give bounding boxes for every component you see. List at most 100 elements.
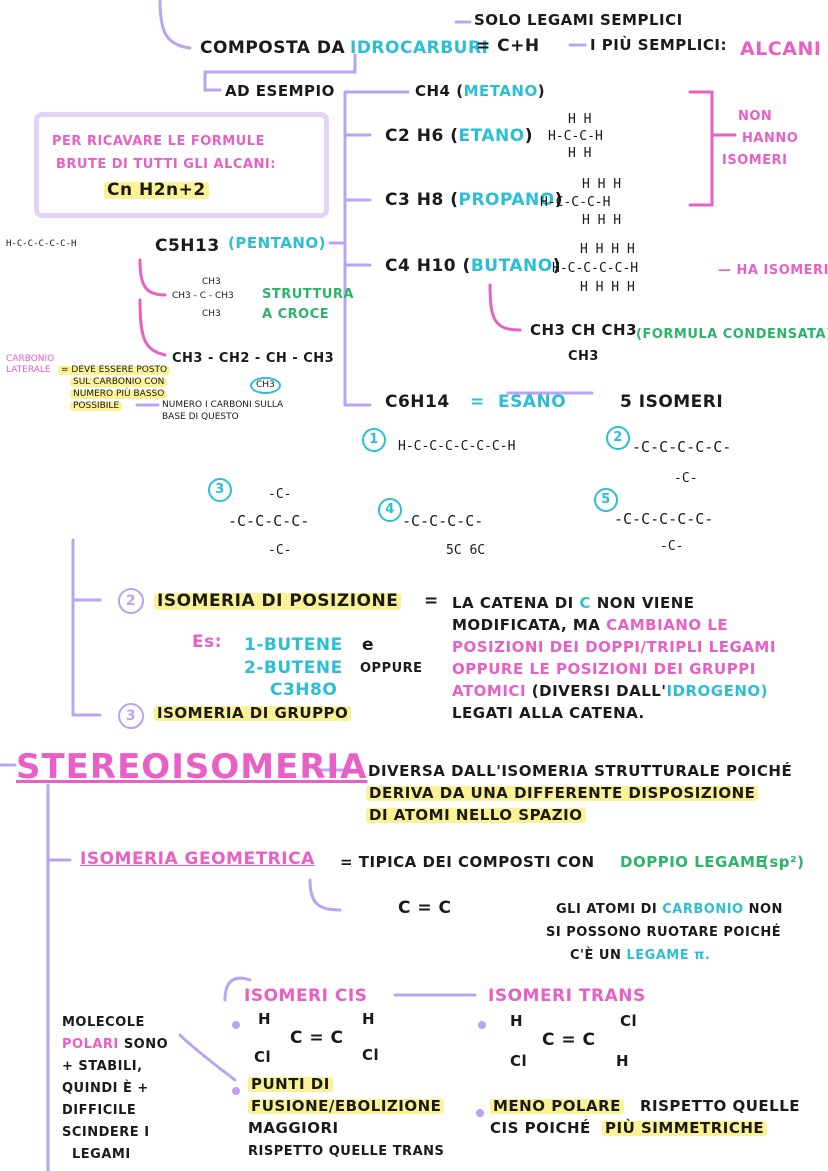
geometrica-title: ISOMERIA GEOMETRICA (80, 849, 315, 869)
posizione-def-4: CAMBIANO LE (606, 616, 729, 634)
isomer-4-bottom: 5C 6C (446, 543, 486, 558)
non-hanno-3: ISOMERI (722, 153, 788, 168)
isomer-5-bottom: -C- (660, 539, 684, 554)
molecole-5: DIFFICILE (62, 1103, 137, 1118)
carbonio-note-2: BASE DI QUESTO (162, 412, 239, 422)
isomer-5-number: 5 (594, 488, 618, 512)
trans-point-2: RISPETTO QUELLE (640, 1097, 800, 1115)
butano-h-bot: H H H H (580, 280, 635, 295)
formula-box-line2: BRUTE DI TUTTI GLI ALCANI: (56, 157, 276, 172)
trans-cc: C = C (542, 1030, 596, 1050)
formula-box (34, 112, 329, 218)
posizione-def-9: IDROGENO) (666, 682, 768, 700)
stereo-def-3: DI ATOMI NELLO SPAZIO (366, 808, 586, 823)
isomer-1: H-C-C-C-C-C-C-H (398, 439, 516, 454)
cis-title: ISOMERI CIS (244, 986, 368, 1006)
geometrica-cc: C = C (398, 898, 452, 918)
geometrica-doppio: DOPPIO LEGAME (620, 853, 767, 871)
geo-note-1: GLI ATOMI DI (556, 902, 658, 917)
isomer-4-number: 4 (378, 498, 402, 522)
isomer-2: -C-C-C-C-C- (632, 438, 732, 456)
pentano-chain: H-C-C-C-C-C-H (6, 239, 77, 249)
molecole-3: + STABILI, (62, 1059, 143, 1074)
cis-points-bullet (232, 1086, 240, 1095)
alkane-general-formula: Cn H2n+2 (104, 182, 209, 199)
isomer-2-number: 2 (606, 426, 630, 450)
propano-h-top: H H H (582, 177, 622, 192)
trans-point-4: PIÙ SIMMETRICHE (602, 1121, 768, 1136)
geo-note-carbonio: CARBONIO (662, 902, 744, 917)
carbonio-text-4: POSSIBILE (70, 402, 123, 411)
etano-h-bot: H H (568, 146, 592, 161)
trans-point-3: CIS POICHÉ (490, 1119, 591, 1137)
geo-note-2: SI POSSONO RUOTARE POICHÉ (546, 925, 782, 940)
butano-h-top: H H H H (580, 242, 635, 257)
propano-name: PROPANO (458, 190, 555, 210)
posizione-def-7: ATOMICI (452, 682, 527, 700)
ha-isomeri: — HA ISOMERI (718, 263, 828, 278)
molecole-7: LEGAMI (72, 1147, 131, 1162)
etano-h-top: H H (568, 112, 592, 127)
esano-eq: = (470, 392, 485, 412)
molecole-4: QUINDI È + (62, 1081, 149, 1096)
trans-cl-left: Cl (510, 1052, 528, 1070)
trans-cl-right: Cl (620, 1012, 638, 1030)
stereo-def-2: DERIVA DA UNA DIFFERENTE DISPOSIZIONE (366, 786, 759, 801)
pentano-name: (PENTANO) (228, 234, 326, 252)
geo-note-3: C'È UN (570, 948, 622, 963)
stereo-def-1: DIVERSA DALL'ISOMERIA STRUTTURALE POICHÉ (368, 762, 793, 780)
stereo-title: STEREOISOMERIA (16, 747, 368, 787)
trans-h-right: H (616, 1052, 630, 1070)
pentano-chain2: CH3 - CH2 - CH - CH3 (172, 351, 335, 366)
trans-points-bullet (476, 1108, 484, 1117)
geo-note-non: NON (748, 902, 783, 917)
cis-cl-right: Cl (362, 1046, 380, 1064)
ad-esempio: AD ESEMPIO (225, 82, 335, 100)
esano-isomeri: 5 ISOMERI (620, 392, 724, 412)
posizione-def-c: C (579, 594, 591, 612)
ex-c3h8o: C3H8O (270, 680, 338, 700)
propano-formula: C3 H8 (385, 190, 444, 210)
cross-bot: CH3 (202, 309, 221, 319)
cis-bullet (232, 1020, 240, 1029)
butano-condensata-branch: CH3 (568, 349, 599, 364)
idrocarburi: IDROCARBURI (350, 38, 489, 58)
isomer-1-number: 1 (362, 428, 386, 452)
piu-semplici: I PIÙ SEMPLICI: (590, 36, 727, 54)
non-hanno-2: HANNO (742, 131, 799, 146)
posizione-title: ISOMERIA DI POSIZIONE (154, 593, 402, 610)
isomer-5: -C-C-C-C-C- (614, 510, 714, 528)
metano-name: METANO (463, 82, 538, 100)
gruppo-number: 3 (118, 703, 144, 729)
posizione-def-6: OPPURE LE POSIZIONI DEI GRUPPI (452, 660, 756, 678)
posizione-number: 2 (118, 588, 144, 614)
pentano-formula: C5H13 (155, 236, 220, 256)
formula-box-line1: PER RICAVARE LE FORMULE (52, 134, 265, 149)
struttura-label: STRUTTURA (262, 287, 354, 302)
posizione-eq: = (424, 591, 439, 611)
ex-2-butene: 2-BUTENE (244, 658, 343, 678)
formula-ch: = C+H (476, 36, 540, 56)
trans-point-1: MENO POLARE (490, 1099, 624, 1114)
pentano-ring: CH3 (250, 377, 281, 394)
solo-legami: SOLO LEGAMI SEMPLICI (474, 11, 683, 29)
cis-point-4: RISPETTO QUELLE TRANS (248, 1144, 445, 1159)
geometrica-sp2: (sp²) (762, 853, 805, 871)
formula-condensata-label: (FORMULA CONDENSATA) (636, 327, 828, 342)
posizione-def-3: MODIFICATA, MA (452, 616, 601, 634)
cis-h-left: H (258, 1010, 272, 1028)
trans-bullet (478, 1020, 486, 1029)
geometrica-def: = TIPICA DEI COMPOSTI CON (340, 853, 595, 871)
propano-structure: H-C-C-C-H (540, 195, 611, 210)
isomer-4: -C-C-C-C- (402, 512, 484, 530)
cis-point-1: PUNTI DI (248, 1077, 333, 1092)
cis-cl-left: Cl (254, 1048, 272, 1066)
carbonio-text-3: NUMERO PIÙ BASSO (70, 390, 168, 399)
butano-condensata: CH3 CH CH3 (530, 321, 638, 339)
cross-mid: CH3 - C - CH3 (172, 291, 234, 301)
non-hanno-1: NON (738, 109, 773, 124)
butano-formula: C4 H10 (385, 256, 457, 276)
molecole-6: SCINDERE I (62, 1125, 150, 1140)
cis-point-2: FUSIONE/EBOLIZIONE (248, 1099, 445, 1114)
